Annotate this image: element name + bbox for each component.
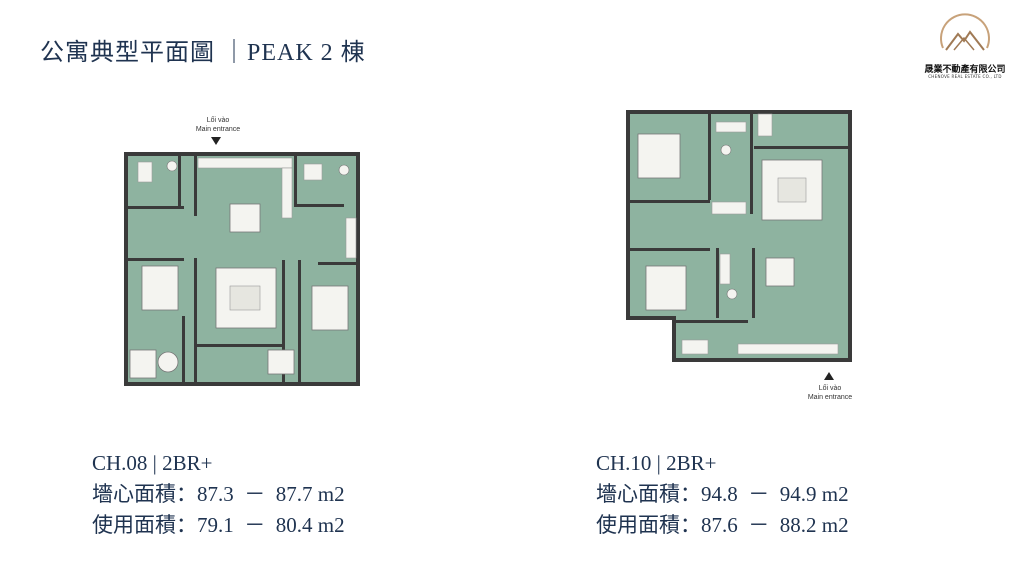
logo-company-subtitle: CHENOVE REAL ESTATE CO., LTD bbox=[928, 74, 1002, 79]
entrance-label-en: Main entrance bbox=[807, 394, 853, 401]
unit-code: CH.08 | 2BR+ bbox=[92, 451, 213, 475]
wall-area: 墻心面積：87.3 － 87.7 m2 bbox=[92, 482, 345, 506]
entrance-label-vi: Lối vào bbox=[206, 117, 230, 124]
entrance-label-ch10: Lối vào Main entrance bbox=[790, 384, 870, 402]
logo-company-name: 晟業不動產有限公司 bbox=[924, 65, 1006, 75]
unit-info-ch08: CH.08 | 2BR+ 墻心面積：87.3 － 87.7 m2 使用面積：79… bbox=[92, 448, 345, 541]
entrance-label-ch08: Lối vào Main entrance bbox=[178, 116, 258, 134]
entrance-arrow-icon bbox=[824, 372, 834, 380]
unit-info-ch10: CH.10 | 2BR+ 墻心面積：94.8 － 94.9 m2 使用面積：87… bbox=[596, 448, 849, 541]
wall-area: 墻心面積：94.8 － 94.9 m2 bbox=[596, 482, 849, 506]
entrance-label-en: Main entrance bbox=[195, 126, 241, 133]
usable-area: 使用面積：79.1 － 80.4 m2 bbox=[92, 513, 345, 537]
floor-plan-ch10 bbox=[626, 110, 852, 362]
entrance-label-vi: Lối vào bbox=[818, 385, 842, 392]
logo-mountain-icon bbox=[940, 13, 990, 51]
unit-code: CH.10 | 2BR+ bbox=[596, 451, 717, 475]
usable-area: 使用面積：87.6 － 88.2 m2 bbox=[596, 513, 849, 537]
entrance-arrow-icon bbox=[211, 137, 221, 145]
page-title: 公寓典型平面圖 ｜PEAK 2 棟 bbox=[40, 40, 366, 66]
company-logo: 晟業不動產有限公司 CHENOVE REAL ESTATE CO., LTD bbox=[920, 6, 1010, 80]
floor-plan-ch08 bbox=[124, 152, 360, 386]
